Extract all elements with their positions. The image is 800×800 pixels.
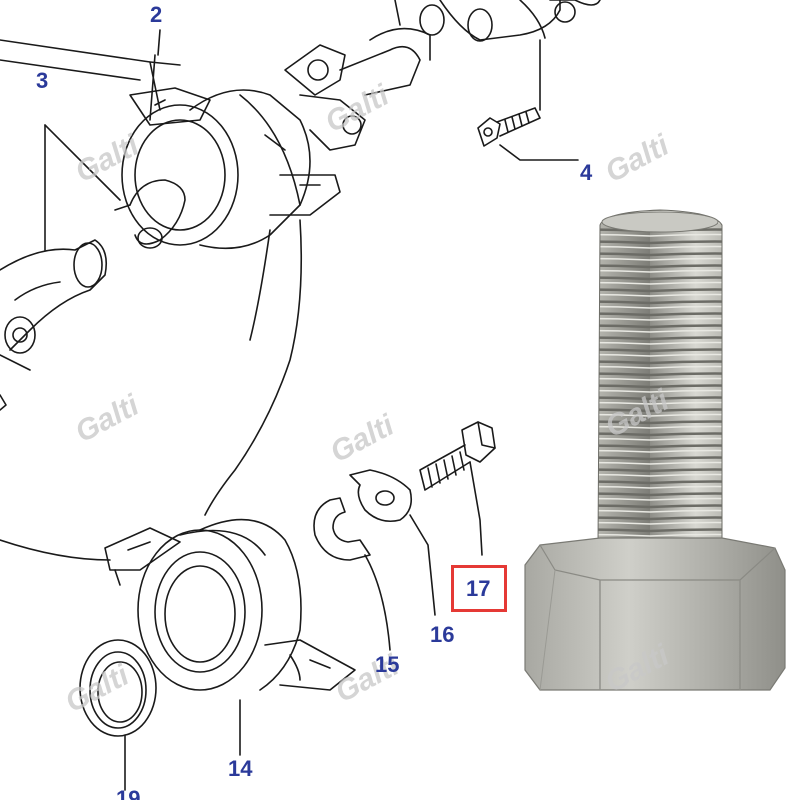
callout-19[interactable]: 19 [116,786,141,800]
u-clip-part-15 [313,497,391,651]
slip-yoke [439,0,601,111]
center-bearing-upper [0,87,341,561]
bearing-housing-part-14 [104,518,356,756]
bolt-drawing-part-17 [419,421,496,556]
callout-16[interactable]: 16 [430,622,455,647]
highlight-box [451,565,507,612]
callout-15[interactable]: 15 [375,652,400,677]
seal-ring-part-19 [79,639,157,791]
screw-part-4 [477,107,579,161]
callout-17[interactable]: 17 [466,576,491,601]
left-universal-joint [0,239,108,411]
upper-universal-joint [284,0,445,151]
lock-washer-part-16 [349,469,436,616]
callout-3[interactable]: 3 [36,68,49,93]
callout-2[interactable]: 2 [150,2,163,27]
callout-4[interactable]: 4 [580,160,593,185]
callout-14[interactable]: 14 [228,756,253,781]
